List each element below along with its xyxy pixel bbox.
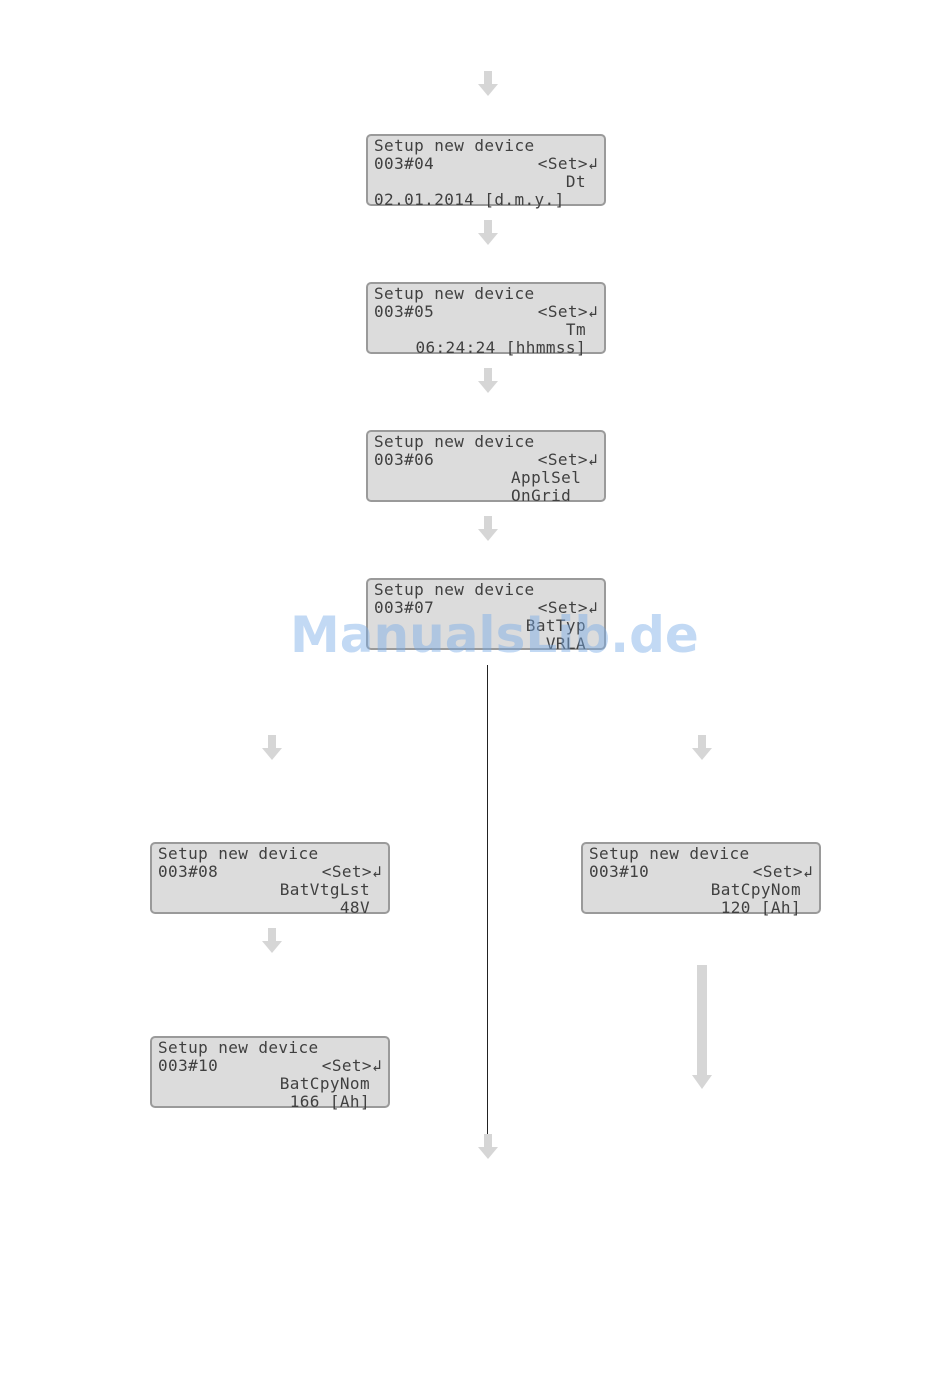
lcd-action: <Set>↲: [537, 154, 598, 173]
lcd-title: Setup new device: [158, 844, 319, 863]
lcd-value: 166 [Ah]: [289, 1092, 370, 1111]
lcd-screen-tm: Setup new device 003#05 <Set>↲ Tm 06:24:…: [366, 282, 606, 357]
flow-arrow-icon: [478, 1134, 498, 1159]
lcd-screen-batvtglst: Setup new device 003#08 <Set>↲ BatVtgLst…: [150, 842, 390, 917]
lcd-code: 003#06: [374, 450, 435, 469]
lcd-code: 003#07: [374, 598, 435, 617]
lcd-param: Dt: [565, 172, 586, 191]
flow-arrow-icon: [478, 516, 498, 541]
lcd-code: 003#04: [374, 154, 435, 173]
lcd-value: OnGrid: [511, 486, 572, 505]
lcd-action: <Set>↲: [537, 302, 598, 321]
lcd-value: 02.01.2014 [d.m.y.]: [374, 190, 565, 209]
lcd-title: Setup new device: [374, 284, 535, 303]
flow-connector-line: [487, 665, 488, 1135]
flow-arrow-icon: [478, 71, 498, 96]
lcd-title: Setup new device: [374, 580, 535, 599]
lcd-title: Setup new device: [589, 844, 750, 863]
lcd-title: Setup new device: [374, 432, 535, 451]
lcd-screen-applsel: Setup new device 003#06 <Set>↲ ApplSel O…: [366, 430, 606, 505]
lcd-action: <Set>↲: [321, 1056, 382, 1075]
lcd-action: <Set>↲: [537, 450, 598, 469]
lcd-value: VRLA: [545, 634, 586, 653]
lcd-param: BatCpyNom: [710, 880, 801, 899]
lcd-action: <Set>↲: [752, 862, 813, 881]
lcd-action: <Set>↲: [321, 862, 382, 881]
lcd-screen-dt: Setup new device 003#04 <Set>↲ Dt 02.01.…: [366, 134, 606, 209]
lcd-code: 003#10: [589, 862, 650, 881]
flow-arrow-icon: [262, 735, 282, 760]
lcd-screen-batcpynom-right: Setup new device 003#10 <Set>↲ BatCpyNom…: [581, 842, 821, 917]
lcd-param: ApplSel: [511, 468, 582, 487]
flow-arrow-icon: [478, 220, 498, 245]
lcd-value: 48V: [339, 898, 370, 917]
long-flow-arrow-icon: [692, 965, 712, 1089]
lcd-code: 003#05: [374, 302, 435, 321]
lcd-screen-batcpynom-left: Setup new device 003#10 <Set>↲ BatCpyNom…: [150, 1036, 390, 1111]
lcd-value: 120 [Ah]: [720, 898, 801, 917]
lcd-code: 003#10: [158, 1056, 219, 1075]
lcd-title: Setup new device: [374, 136, 535, 155]
flow-arrow-icon: [262, 928, 282, 953]
lcd-action: <Set>↲: [537, 598, 598, 617]
lcd-param: Tm: [565, 320, 586, 339]
lcd-param: BatCpyNom: [279, 1074, 370, 1093]
lcd-screen-battyp: Setup new device 003#07 <Set>↲ BatTyp VR…: [366, 578, 606, 653]
flow-arrow-icon: [692, 735, 712, 760]
lcd-param: BatVtgLst: [279, 880, 370, 899]
watermark: ManualsLib.de: [290, 606, 699, 664]
lcd-code: 003#08: [158, 862, 219, 881]
lcd-value: 06:24:24 [hhmmss]: [415, 338, 586, 357]
lcd-title: Setup new device: [158, 1038, 319, 1057]
lcd-param: BatTyp: [525, 616, 586, 635]
flow-arrow-icon: [478, 368, 498, 393]
